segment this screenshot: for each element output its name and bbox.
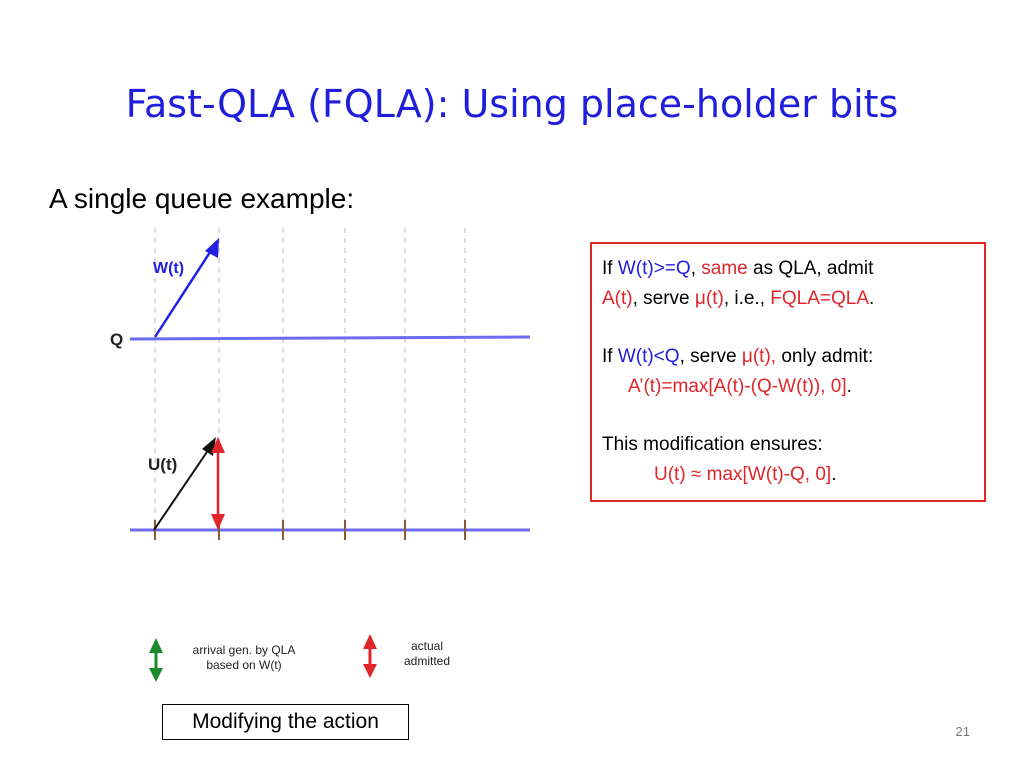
legend-green-arrow-head-up	[149, 638, 163, 653]
w-arrow	[153, 245, 216, 338]
box-line-4: A’(t)=max[A(t)-(Q-W(t)), 0].	[628, 376, 852, 397]
box-line-2: A(t), serve μ(t), i.e., FQLA=QLA.	[602, 288, 875, 309]
legend-red-label-1: actual	[411, 639, 443, 653]
red-arrow-head-up	[211, 437, 225, 453]
legend-red-arrow-head-up	[363, 634, 377, 649]
timeline-ticks	[154, 520, 466, 540]
page-number: 21	[955, 724, 970, 739]
dashed-guides	[154, 228, 466, 540]
box-line-3: If W(t)<Q, serve μ(t), only admit:	[602, 346, 874, 367]
caption-box: Modifying the action	[162, 704, 409, 740]
legend: arrival gen. by QLA based on W(t) actual…	[149, 634, 450, 682]
box-line-6: U(t) ≈ max[W(t)-Q, 0].	[654, 464, 837, 485]
legend-green-label-1: arrival gen. by QLA	[193, 643, 296, 657]
u-label: U(t)	[148, 455, 177, 474]
legend-red-arrow-head-down	[363, 664, 377, 678]
explanation-box: If W(t)>=Q, same as QLA, admit A(t), ser…	[590, 242, 986, 502]
q-label: Q	[110, 330, 123, 349]
red-arrow-head-down	[211, 514, 225, 530]
u-arrow	[153, 445, 212, 531]
box-line-1: If W(t)>=Q, same as QLA, admit	[602, 258, 874, 279]
slide-subtitle: A single queue example:	[49, 183, 355, 214]
box-line-5: This modification ensures:	[602, 434, 823, 455]
legend-green-label-2: based on W(t)	[206, 658, 281, 672]
slide-title: Fast-QLA (FQLA): Using place-holder bits	[125, 82, 899, 126]
legend-green-arrow-head-down	[149, 668, 163, 682]
w-arrow-head	[205, 238, 219, 258]
w-label: W(t)	[153, 260, 184, 277]
legend-red-label-2: admitted	[404, 654, 450, 668]
q-threshold-line	[129, 335, 531, 341]
